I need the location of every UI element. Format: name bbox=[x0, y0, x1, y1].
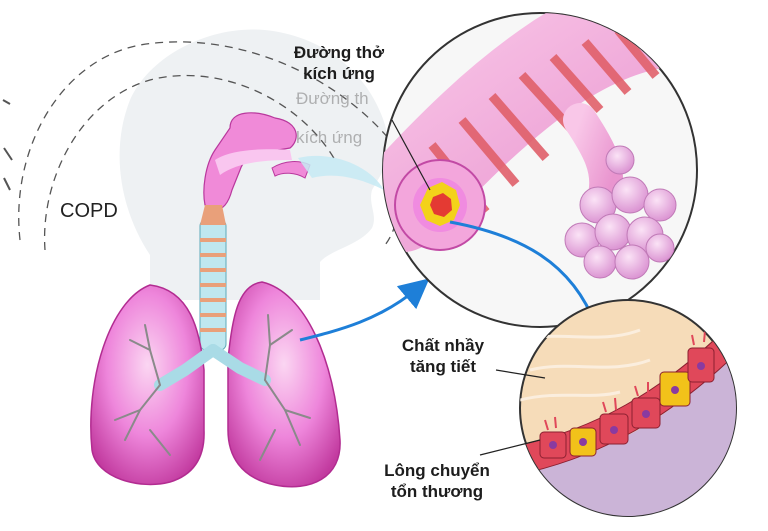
left-lung bbox=[90, 284, 205, 486]
cilia-pointer bbox=[479, 439, 541, 456]
bronchial-tree bbox=[114, 314, 311, 461]
cell-zoom-circle bbox=[519, 299, 737, 517]
airway-label-line2: kích ứng bbox=[303, 64, 375, 83]
air-flow bbox=[298, 155, 384, 190]
copd-label: COPD bbox=[60, 200, 118, 222]
airway-label: Đường thở kích ứng bbox=[284, 42, 394, 84]
alveoli-cluster bbox=[564, 145, 677, 280]
airway-pointer bbox=[391, 119, 431, 191]
dashed-arcs bbox=[18, 41, 402, 251]
edge-fragments bbox=[2, 99, 13, 191]
trachea bbox=[199, 205, 227, 351]
lung-to-zoom-arrow bbox=[299, 278, 430, 342]
airway-ghost-line1: Đường th bbox=[296, 89, 369, 108]
mucus-label-line2: tăng tiết bbox=[409, 357, 477, 376]
airway-cross-section bbox=[394, 159, 486, 251]
right-lung bbox=[227, 281, 341, 488]
cilia-label-line2: tổn thương bbox=[390, 482, 484, 501]
airway-ghost-line2: kích ứng bbox=[296, 128, 363, 147]
cilia-label-line1: Lông chuyển bbox=[384, 461, 490, 480]
airway-ghost-label: Đường th kích ứng bbox=[296, 88, 369, 148]
mucus-label-line1: Chất nhầy bbox=[401, 336, 485, 355]
airway-label-line1: Đường thở bbox=[293, 43, 385, 62]
mucus-label: Chất nhầy tăng tiết bbox=[388, 335, 498, 377]
zoom-arrow bbox=[449, 220, 605, 341]
cilia-label: Lông chuyển tổn thương bbox=[372, 460, 502, 502]
bronchus-zoom-circle bbox=[382, 12, 698, 328]
head-silhouette bbox=[119, 29, 389, 300]
mucus-pointer bbox=[495, 369, 546, 379]
nasal-cavity bbox=[203, 112, 311, 211]
